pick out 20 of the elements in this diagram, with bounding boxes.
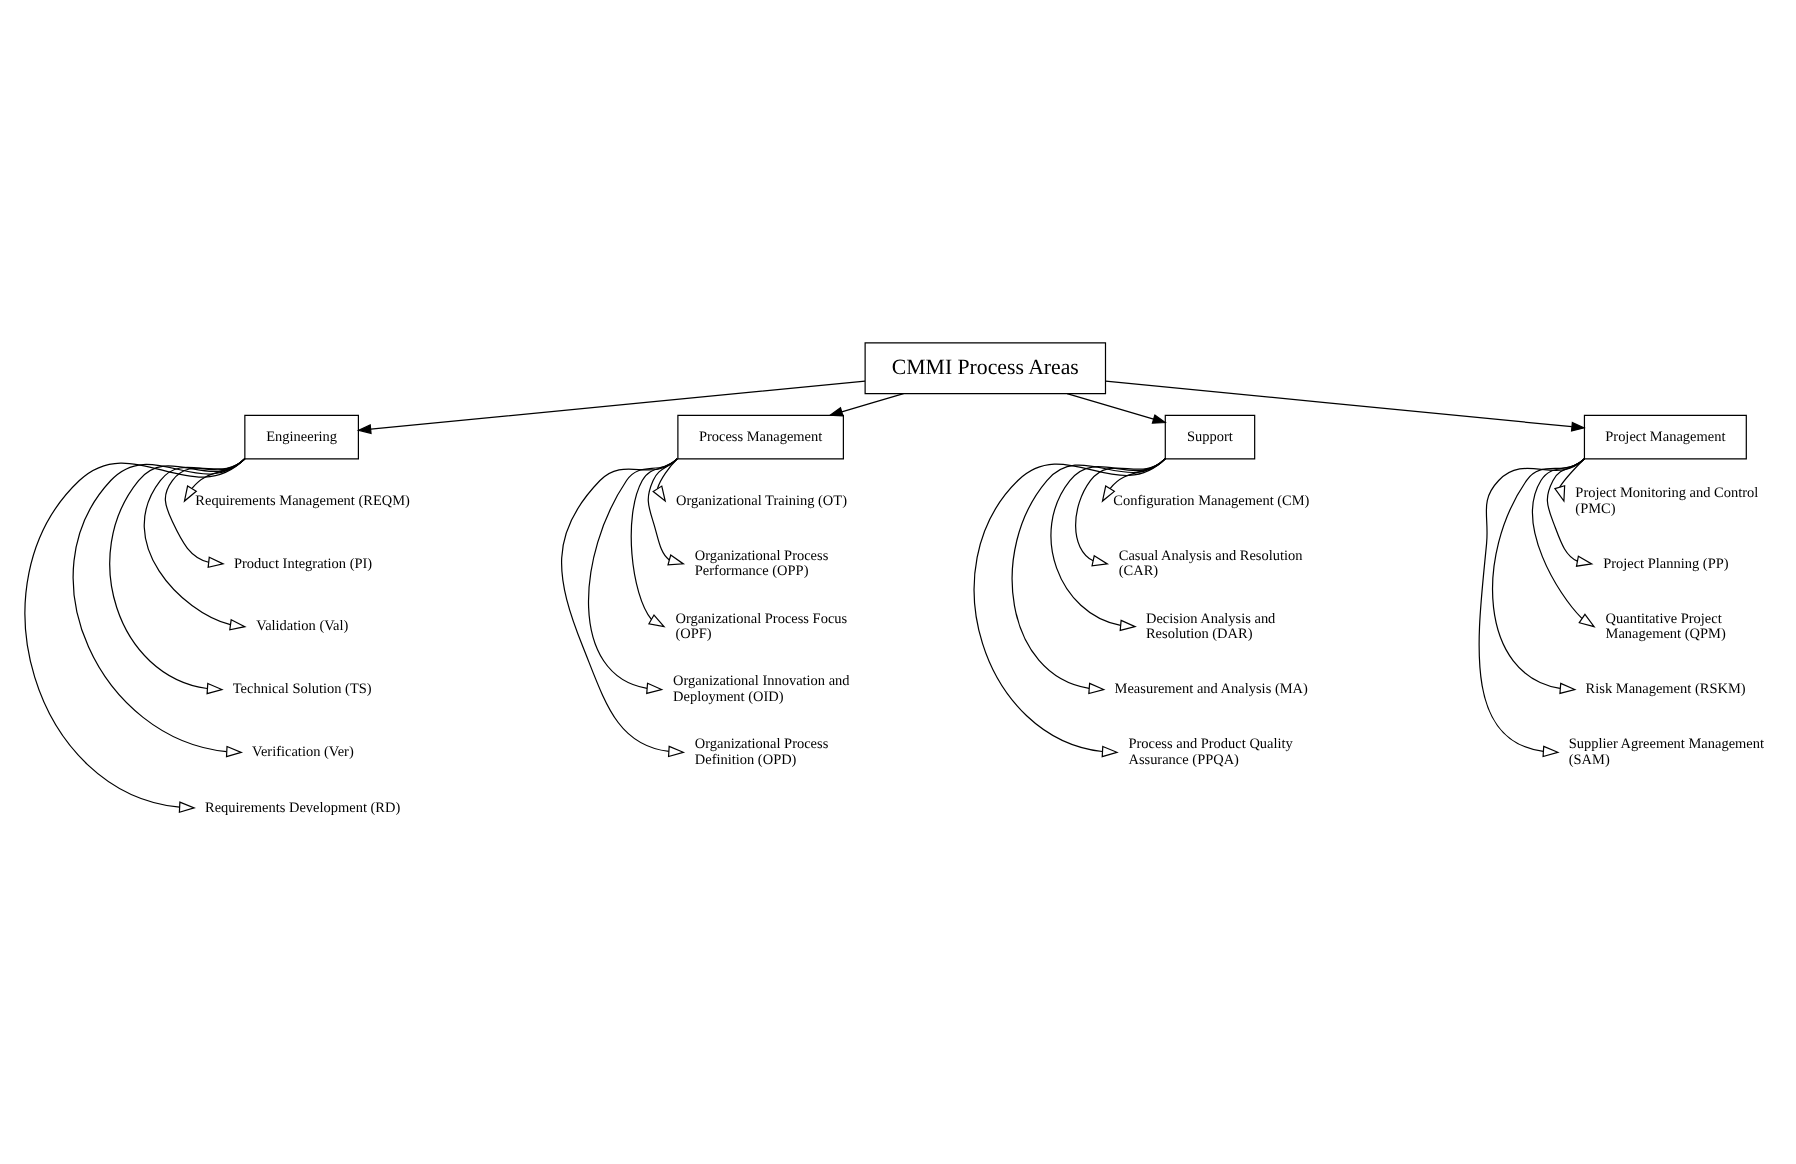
node-box: CMMI Process Areas: [864, 342, 1107, 395]
arrow: [630, 458, 678, 628]
arrow: [109, 458, 246, 695]
arrow: [652, 458, 678, 503]
arrow: [73, 458, 246, 758]
arrow: [561, 458, 686, 758]
arrow: [1105, 380, 1586, 432]
arrow: [1478, 458, 1586, 758]
arrow: [647, 458, 686, 566]
arrow: [1491, 458, 1586, 695]
arrow: [973, 458, 1166, 758]
arrow: [24, 458, 246, 814]
arrow: [1011, 458, 1166, 695]
arrow: [356, 380, 866, 435]
arrow: [1553, 458, 1586, 503]
arrow: [828, 392, 905, 417]
arrow: [1532, 458, 1596, 628]
arrow: [1546, 458, 1594, 567]
arrow: [1066, 392, 1167, 424]
arrow: [588, 458, 678, 695]
